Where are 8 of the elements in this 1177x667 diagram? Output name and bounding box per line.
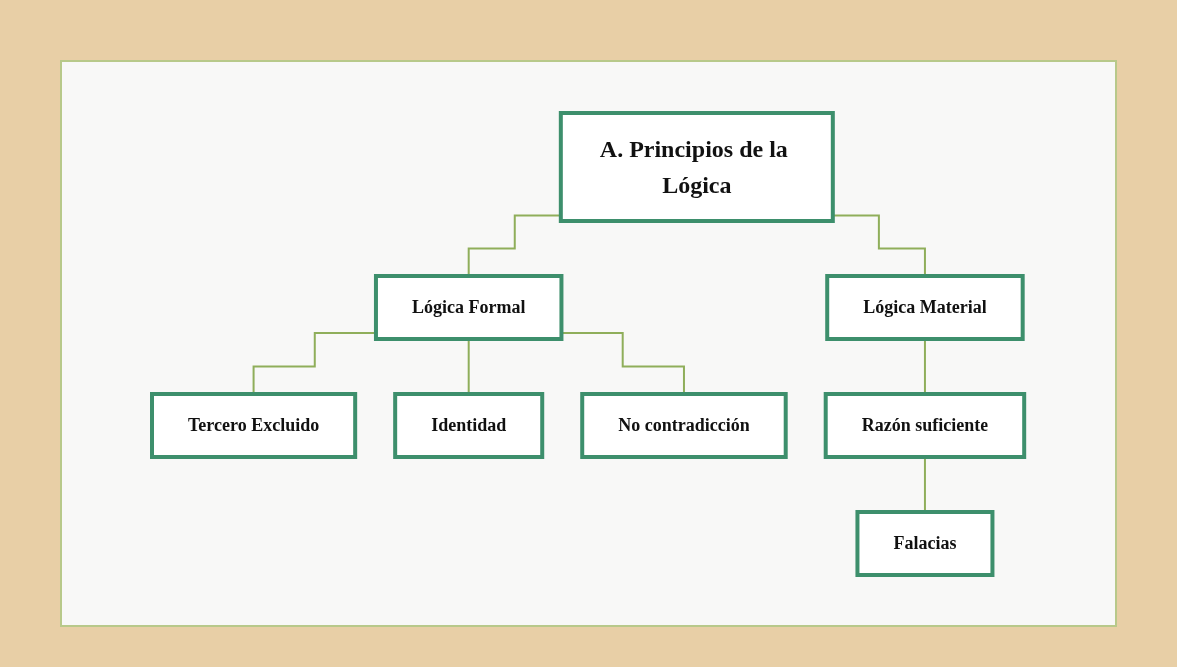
node-box: Tercero Excluido xyxy=(150,391,358,459)
node-box: A. Principios de la Lógica xyxy=(559,110,836,223)
node-box: No contradicción xyxy=(580,391,789,459)
node-box: Lógica Formal xyxy=(374,273,564,341)
node-box: Razón suficiente xyxy=(824,391,1027,459)
node-box: Identidad xyxy=(393,391,545,459)
node-box: Lógica Material xyxy=(825,273,1026,341)
node-box: Falacias xyxy=(855,509,995,577)
